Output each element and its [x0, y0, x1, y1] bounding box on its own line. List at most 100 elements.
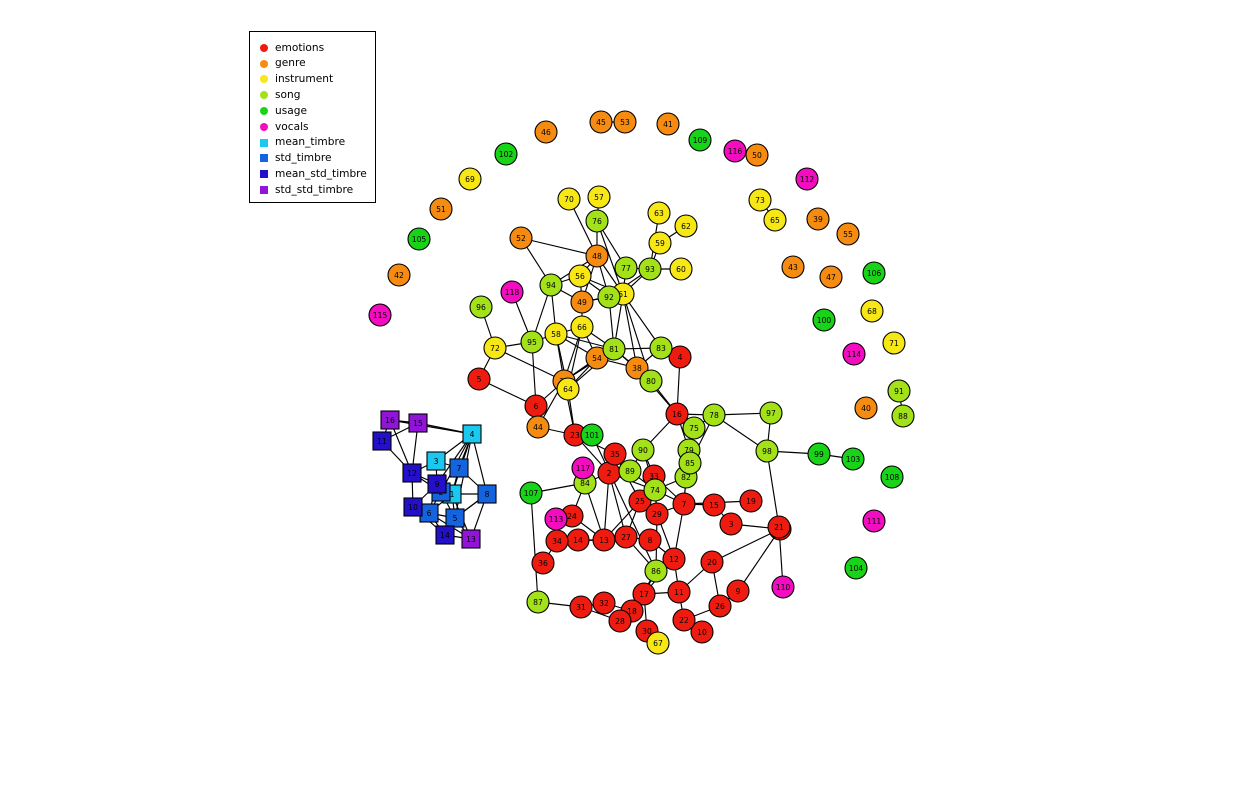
node-std-timbre-marker[interactable] — [449, 458, 469, 478]
node-emotions-marker[interactable] — [672, 492, 696, 516]
node-song-marker[interactable] — [643, 478, 667, 502]
graph-node[interactable]: 11 — [372, 431, 392, 451]
graph-node[interactable]: 55 — [836, 222, 860, 246]
node-usage-marker[interactable] — [580, 423, 604, 447]
node-emotions-marker[interactable] — [767, 515, 791, 539]
graph-node[interactable]: 70 — [557, 187, 581, 211]
graph-node[interactable]: 99 — [807, 442, 831, 466]
node-genre-marker[interactable] — [429, 197, 453, 221]
graph-node[interactable]: 45 — [589, 110, 613, 134]
node-instrument-marker[interactable] — [669, 257, 693, 281]
node-instrument-marker[interactable] — [646, 631, 670, 655]
graph-node[interactable]: 9 — [427, 474, 447, 494]
graph-node[interactable]: 85 — [678, 451, 702, 475]
node-genre-marker[interactable] — [656, 112, 680, 136]
node-genre-marker[interactable] — [589, 110, 613, 134]
node-song-marker[interactable] — [639, 369, 663, 393]
graph-node[interactable]: 35 — [603, 442, 627, 466]
node-vocals-marker[interactable] — [862, 509, 886, 533]
graph-node[interactable]: 14 — [566, 528, 590, 552]
graph-node[interactable]: 44 — [526, 415, 550, 439]
graph-node[interactable]: 56 — [568, 264, 592, 288]
node-instrument-marker[interactable] — [648, 231, 672, 255]
node-genre-marker[interactable] — [781, 255, 805, 279]
node-emotions-marker[interactable] — [614, 525, 638, 549]
graph-node[interactable]: 72 — [483, 336, 507, 360]
graph-node[interactable]: 62 — [674, 214, 698, 238]
node-instrument-marker[interactable] — [763, 208, 787, 232]
graph-node[interactable]: 7 — [672, 492, 696, 516]
node-emotions-marker[interactable] — [739, 489, 763, 513]
graph-node[interactable]: 34 — [545, 529, 569, 553]
graph-node[interactable]: 76 — [585, 209, 609, 233]
graph-node[interactable]: 60 — [669, 257, 693, 281]
graph-node[interactable]: 113 — [544, 507, 568, 531]
graph-node[interactable]: 40 — [854, 396, 878, 420]
graph-node[interactable]: 68 — [860, 299, 884, 323]
graph-node[interactable]: 74 — [643, 478, 667, 502]
node-song-marker[interactable] — [755, 439, 779, 463]
node-song-marker[interactable] — [520, 330, 544, 354]
graph-node[interactable]: 39 — [806, 207, 830, 231]
node-vocals-marker[interactable] — [771, 575, 795, 599]
node-song-marker[interactable] — [585, 209, 609, 233]
graph-node[interactable]: 83 — [649, 336, 673, 360]
node-vocals-marker[interactable] — [842, 342, 866, 366]
graph-node[interactable]: 5 — [445, 508, 465, 528]
graph-node[interactable]: 67 — [646, 631, 670, 655]
graph-node[interactable]: 29 — [645, 502, 669, 526]
graph-node[interactable]: 19 — [739, 489, 763, 513]
node-instrument-marker[interactable] — [556, 377, 580, 401]
graph-node[interactable]: 103 — [841, 447, 865, 471]
node-song-marker[interactable] — [631, 438, 655, 462]
node-instrument-marker[interactable] — [458, 167, 482, 191]
graph-node[interactable]: 16 — [380, 410, 400, 430]
graph-node[interactable]: 105 — [407, 227, 431, 251]
graph-node[interactable]: 95 — [520, 330, 544, 354]
node-emotions-marker[interactable] — [569, 595, 593, 619]
node-emotions-marker[interactable] — [632, 582, 656, 606]
node-genre-marker[interactable] — [534, 120, 558, 144]
graph-node[interactable]: 87 — [526, 590, 550, 614]
node-vocals-marker[interactable] — [500, 280, 524, 304]
nodes-layer[interactable]: 1234567891011121314151617181920212223242… — [368, 110, 915, 655]
node-usage-marker[interactable] — [519, 481, 543, 505]
node-song-marker[interactable] — [597, 285, 621, 309]
node-emotions-marker[interactable] — [592, 528, 616, 552]
graph-node[interactable]: 102 — [494, 142, 518, 166]
node-instrument-marker[interactable] — [570, 315, 594, 339]
graph-node[interactable]: 20 — [700, 550, 724, 574]
node-usage-marker[interactable] — [880, 465, 904, 489]
graph-node[interactable]: 8 — [638, 528, 662, 552]
graph-node[interactable]: 65 — [763, 208, 787, 232]
graph-node[interactable]: 46 — [534, 120, 558, 144]
node-usage-marker[interactable] — [688, 128, 712, 152]
node-usage-marker[interactable] — [844, 556, 868, 580]
node-instrument-marker[interactable] — [587, 185, 611, 209]
node-emotions-marker[interactable] — [708, 594, 732, 618]
graph-node[interactable]: 15 — [702, 493, 726, 517]
node-vocals-marker[interactable] — [544, 507, 568, 531]
graph-node[interactable]: 69 — [458, 167, 482, 191]
node-mean-timbre-marker[interactable] — [426, 451, 446, 471]
node-instrument-marker[interactable] — [568, 264, 592, 288]
node-emotions-marker[interactable] — [700, 550, 724, 574]
graph-node[interactable]: 41 — [656, 112, 680, 136]
node-usage-marker[interactable] — [494, 142, 518, 166]
graph-node[interactable]: 47 — [819, 265, 843, 289]
graph-node[interactable]: 88 — [891, 404, 915, 428]
node-song-marker[interactable] — [602, 337, 626, 361]
graph-node[interactable]: 80 — [639, 369, 663, 393]
node-emotions-marker[interactable] — [719, 512, 743, 536]
graph-node[interactable]: 31 — [569, 595, 593, 619]
graph-node[interactable]: 90 — [631, 438, 655, 462]
graph-node[interactable]: 92 — [597, 285, 621, 309]
node-usage-marker[interactable] — [807, 442, 831, 466]
node-emotions-marker[interactable] — [668, 345, 692, 369]
graph-node[interactable]: 114 — [842, 342, 866, 366]
graph-node[interactable]: 100 — [812, 308, 836, 332]
graph-node[interactable]: 5 — [467, 367, 491, 391]
graph-node[interactable]: 12 — [402, 463, 422, 483]
node-song-marker[interactable] — [614, 256, 638, 280]
